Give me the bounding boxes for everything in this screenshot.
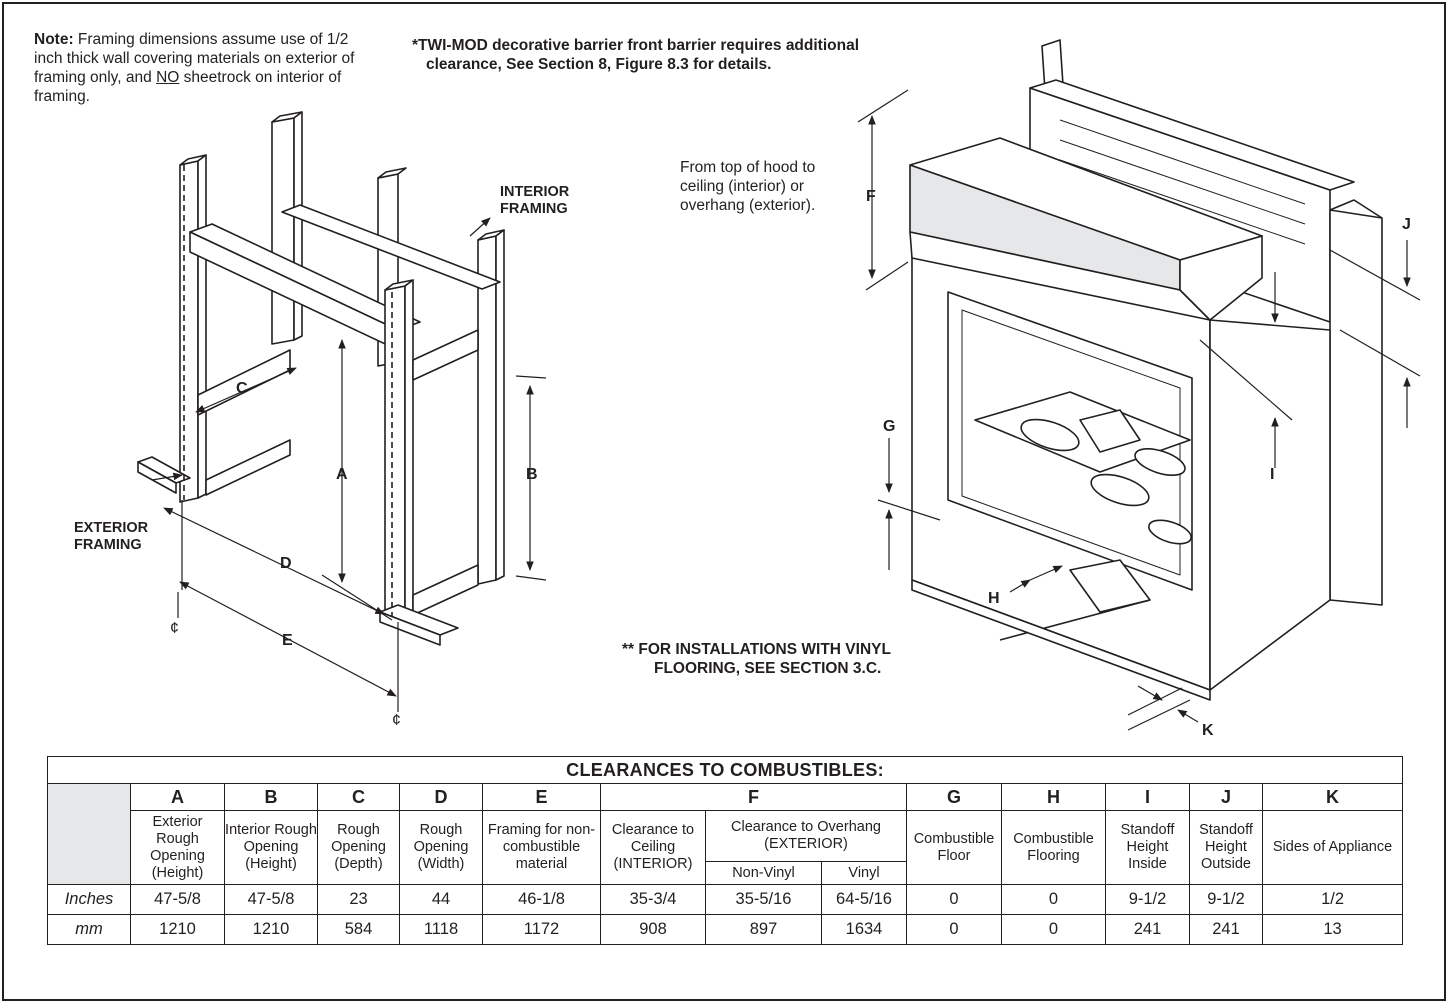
cell: 1118 — [399, 914, 483, 945]
framing-note: Note: Framing dimensions assume use of 1… — [34, 31, 355, 105]
dim-label-a: A — [336, 466, 348, 483]
table-corner-cell — [47, 783, 131, 885]
cell: 0 — [1001, 914, 1106, 945]
desc-j: Standoff Height Outside — [1189, 810, 1263, 885]
cell: 9-1/2 — [1105, 884, 1190, 915]
desc-g: Combustible Floor — [906, 810, 1002, 885]
cell: 0 — [906, 884, 1002, 915]
cell: 47-5/8 — [130, 884, 225, 915]
twi-mod-note: *TWI-MOD decorative barrier front barrie… — [412, 37, 860, 73]
table-row-inches: Inches 47-5/8 47-5/8 23 44 46-1/8 35-3/4… — [47, 884, 1404, 915]
centerline-symbol-right: ¢ — [392, 712, 401, 729]
cell: 64-5/16 — [821, 884, 907, 915]
dim-label-c: C — [236, 380, 248, 397]
col-letter-k: K — [1261, 783, 1404, 811]
desc-f-ceiling: Clearance to Ceiling (INTERIOR) — [600, 810, 706, 885]
dim-label-i: I — [1270, 466, 1275, 483]
col-letter-b: B — [224, 783, 318, 811]
fireplace-appliance — [909, 39, 1383, 701]
desc-d: Rough Opening (Width) — [399, 810, 483, 885]
cell: 1634 — [821, 914, 907, 945]
dim-label-d: D — [280, 555, 292, 572]
clearances-table: CLEARANCES TO COMBUSTIBLES: A B C D E F … — [46, 756, 1404, 945]
dim-label-f: F — [866, 188, 876, 205]
dim-label-b: B — [526, 466, 538, 483]
cell: 44 — [399, 884, 483, 915]
dim-label-g: G — [883, 418, 896, 435]
col-letter-i: I — [1105, 783, 1190, 811]
desc-f-overhang: Clearance to Overhang (EXTERIOR) — [705, 810, 907, 862]
col-letter-c: C — [317, 783, 400, 811]
cell: 584 — [317, 914, 400, 945]
hood-clearance-note: From top of hood to ceiling (interior) o… — [680, 159, 816, 214]
dim-label-k: K — [1202, 722, 1214, 739]
table-row-mm: mm 1210 1210 584 1118 1172 908 897 1634 … — [47, 914, 1404, 945]
cell: 241 — [1189, 914, 1263, 945]
vinyl-flooring-note: ** FOR INSTALLATIONS WITH VINYL FLOORING… — [622, 641, 891, 677]
centerline-symbol-left: ¢ — [170, 620, 179, 637]
cell: 9-1/2 — [1189, 884, 1263, 915]
cell: 47-5/8 — [224, 884, 318, 915]
dim-label-j: J — [1402, 216, 1411, 233]
desc-c: Rough Opening (Depth) — [317, 810, 400, 885]
interior-framing-label: INTERIOR FRAMING — [500, 184, 570, 217]
dim-label-e: E — [282, 632, 293, 649]
cell: 908 — [600, 914, 706, 945]
cell: 1210 — [224, 914, 318, 945]
desc-f-nonvinyl: Non-Vinyl — [705, 861, 822, 885]
cell: 35-5/16 — [705, 884, 822, 915]
unit-inches: Inches — [47, 884, 131, 915]
col-letter-f: F — [600, 783, 907, 811]
appliance-dimensions — [857, 89, 1421, 731]
col-letter-j: J — [1189, 783, 1263, 811]
desc-h: Combustible Flooring — [1001, 810, 1106, 885]
col-letter-g: G — [906, 783, 1002, 811]
desc-b: Interior Rough Opening (Height) — [224, 810, 318, 885]
cell: 46-1/8 — [482, 884, 601, 915]
desc-k: Sides of Appliance — [1261, 810, 1404, 885]
cell: 1210 — [130, 914, 225, 945]
cell: 897 — [705, 914, 822, 945]
cell: 1/2 — [1261, 884, 1404, 915]
col-letter-a: A — [130, 783, 225, 811]
cell: 23 — [317, 884, 400, 915]
col-letter-e: E — [482, 783, 601, 811]
cell: 241 — [1105, 914, 1190, 945]
desc-i: Standoff Height Inside — [1105, 810, 1190, 885]
desc-e: Framing for non-combustible material — [482, 810, 601, 885]
table-title: CLEARANCES TO COMBUSTIBLES: — [46, 756, 1404, 784]
desc-a: Exterior Rough Opening (Height) — [130, 810, 225, 885]
unit-mm: mm — [47, 914, 131, 945]
col-letter-d: D — [399, 783, 483, 811]
cell: 0 — [1001, 884, 1106, 915]
col-letter-h: H — [1001, 783, 1106, 811]
cell: 35-3/4 — [600, 884, 706, 915]
desc-f-vinyl: Vinyl — [821, 861, 907, 885]
framing-diagram — [137, 111, 505, 646]
dim-label-h: H — [988, 590, 1000, 607]
exterior-framing-label: EXTERIOR FRAMING — [74, 520, 149, 553]
cell: 1172 — [482, 914, 601, 945]
framing-dimensions — [151, 217, 547, 712]
cell: 13 — [1261, 914, 1404, 945]
cell: 0 — [906, 914, 1002, 945]
